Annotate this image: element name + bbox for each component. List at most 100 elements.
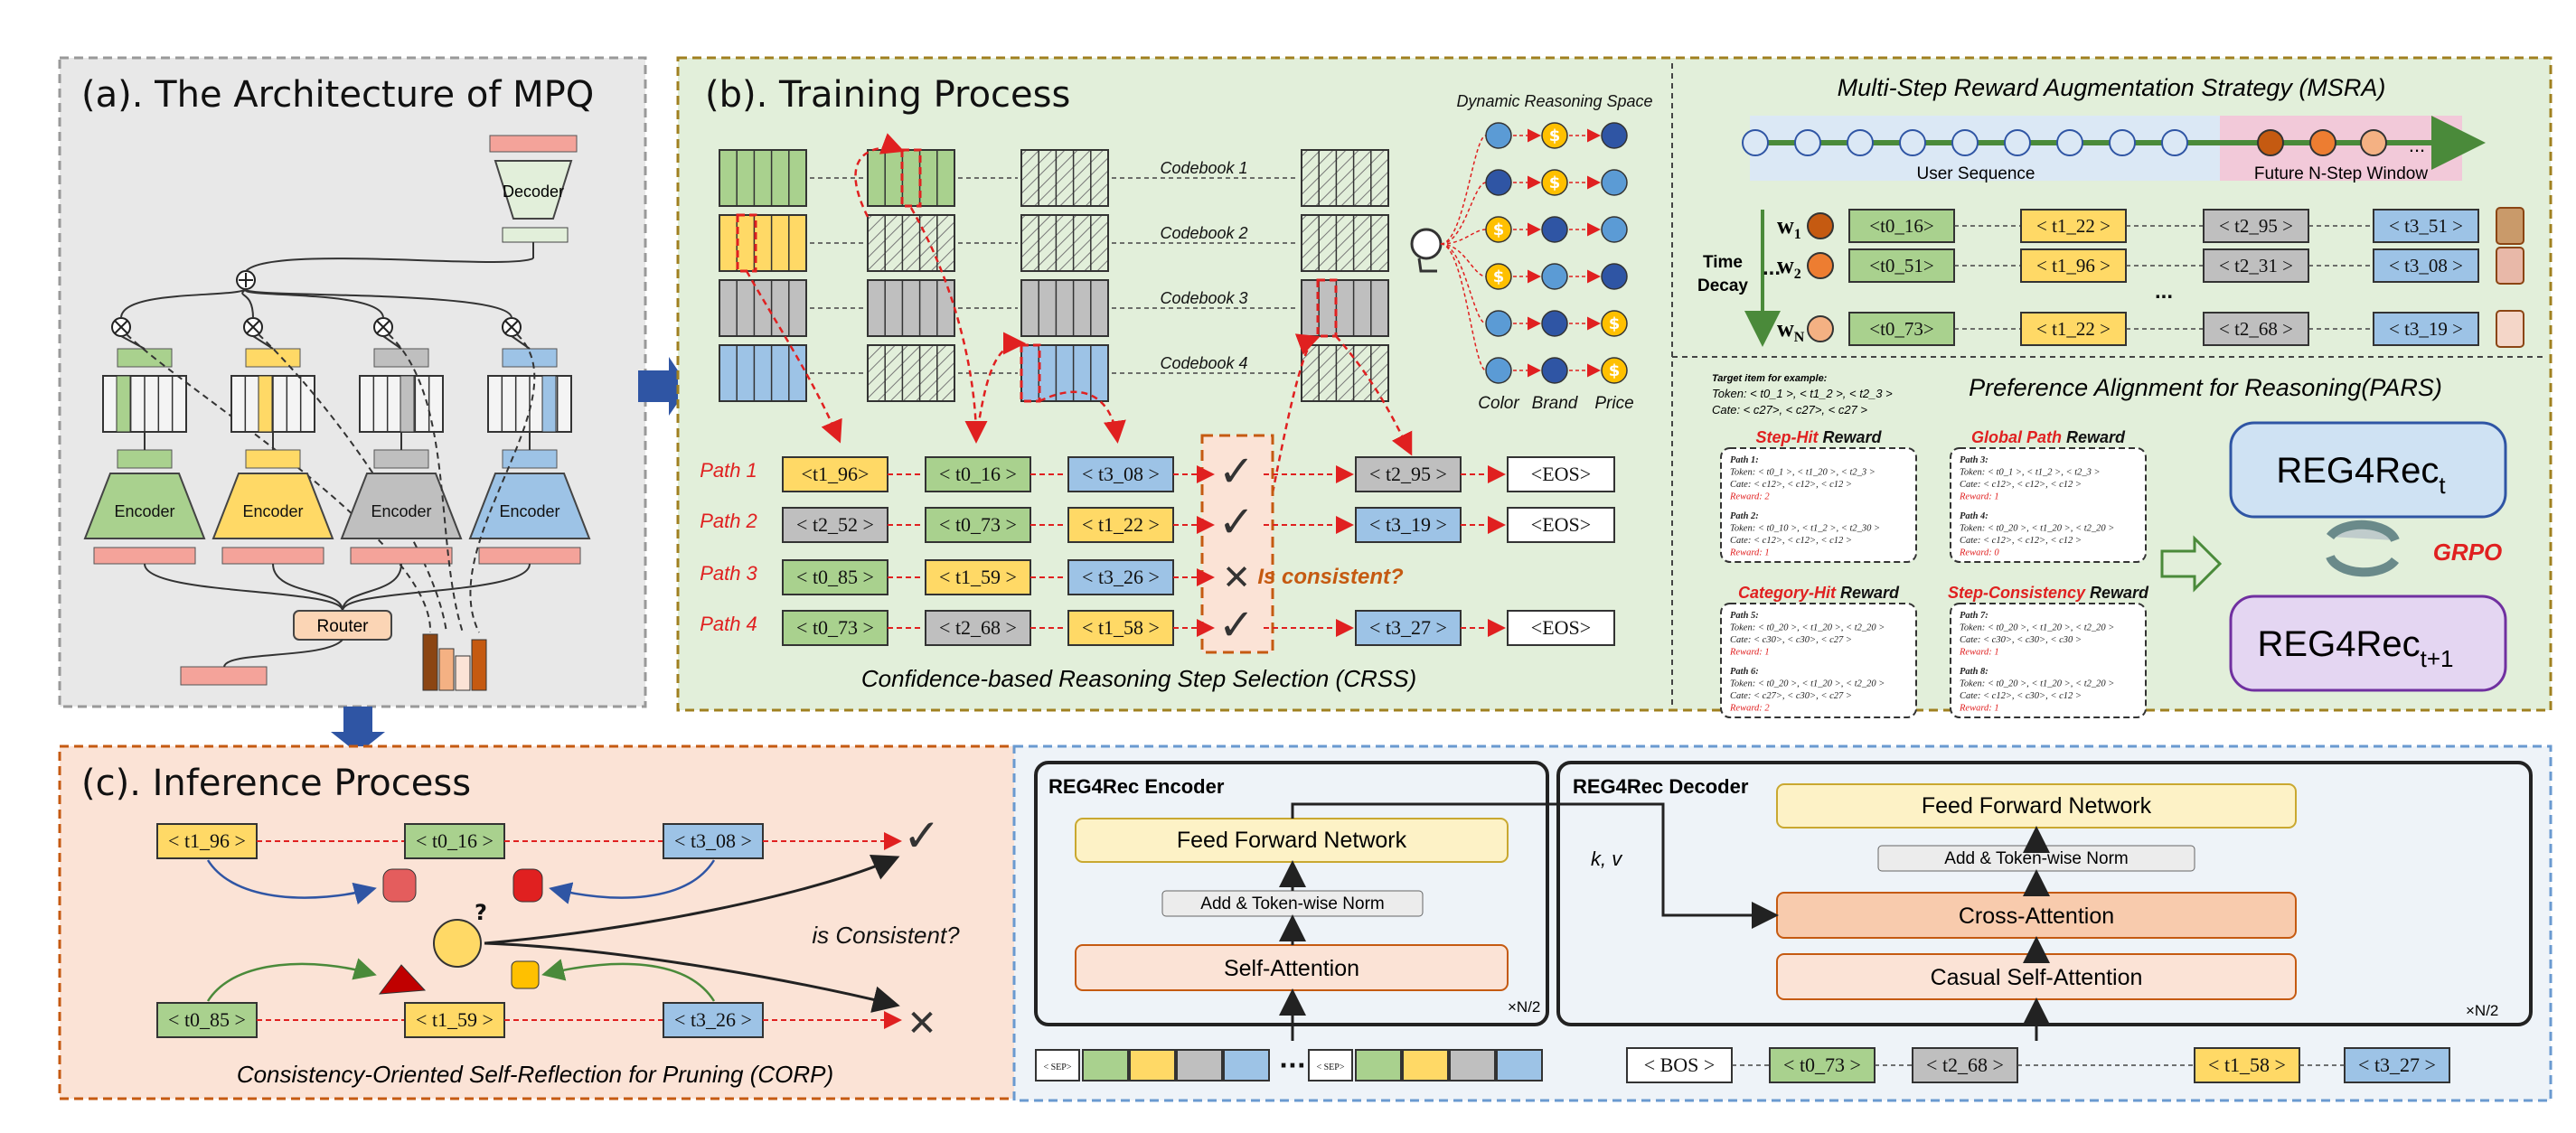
panel-c-title: (c). Inference Process <box>81 763 471 804</box>
enc-input-b-1 <box>1355 1049 1402 1082</box>
path-2-eos: <EOS> <box>1531 513 1591 536</box>
reward-4-line-5: Path 8: <box>1960 667 1988 677</box>
reward-3-line-3: Cate: < c30>, < c30>, < c27 > <box>1730 635 1852 645</box>
reward-1-line-1: Path 1: <box>1730 455 1759 465</box>
path-3-token-2: < t1_59 > <box>939 566 1017 588</box>
msra-row-2-token-1-box <box>1848 248 1955 283</box>
dec-input-token-2-box <box>1912 1047 2018 1083</box>
path-3-token-3-box <box>1067 559 1174 595</box>
msra-row-3-token-3: < t2_68 > <box>2219 318 2293 340</box>
path-4-next-token: < t3_27 > <box>1369 616 1447 639</box>
dec-ffn: Feed Forward Network <box>1922 793 2152 819</box>
crss-caption: Confidence-based Reasoning Step Selectio… <box>861 665 1416 692</box>
selected-code-2 <box>900 148 922 208</box>
transition-arrow-5 <box>1039 390 1126 444</box>
inference-bottom-token-1: < t0_85 > <box>168 1008 246 1031</box>
reward-4-line-4: Reward: 1 <box>1959 648 1999 658</box>
future-dot-1 <box>2257 129 2284 156</box>
dec-bos: < BOS > <box>1644 1053 1716 1076</box>
reward-3-line-6: Token: < t0_20 >, < t1_20 >, < t2_20 > <box>1730 679 1885 689</box>
cb-3-3 <box>1301 344 1389 402</box>
pars-arrow <box>2160 535 2223 593</box>
svg-text:REG4Rect: REG4Rect <box>2276 451 2446 499</box>
reward-3-line-5: Path 6: <box>1730 667 1759 677</box>
brand-icon <box>1541 310 1568 337</box>
product-icon-3 <box>2496 310 2524 348</box>
inference-is-consistent: is Consistent? <box>812 922 960 949</box>
cb-2-1 <box>867 279 955 337</box>
msra-row-3-token-4-box <box>2373 312 2479 346</box>
cb-0-1 <box>867 149 955 207</box>
cb-2-2 <box>1020 279 1109 337</box>
arrow-a-to-b <box>638 357 689 416</box>
msra-row-2-token-4-box <box>2373 248 2479 283</box>
path-4-eos: <EOS> <box>1531 616 1591 639</box>
path-1-token-1: <t1_96> <box>802 463 870 485</box>
svg-text:$: $ <box>1609 361 1621 380</box>
msra-row-1-token-4: < t3_51 > <box>2389 215 2463 237</box>
price-icon <box>1601 357 1628 384</box>
dynamic-label-brand: Brand <box>1532 394 1579 413</box>
pars-title: Preference Alignment for Reasoning(PARS) <box>1969 374 2442 401</box>
future-dot-2 <box>2309 129 2336 156</box>
path-1-verdict: ✓ <box>1218 446 1255 497</box>
reward-3-line-8: Reward: 2 <box>1729 704 1770 714</box>
msra-row-2-token-2: < t1_96 > <box>2036 255 2111 276</box>
path-2-token-1: < t2_52 > <box>796 513 874 536</box>
msra-row-3-token-4: < t3_19 > <box>2389 318 2463 340</box>
cb-0-2 <box>1020 149 1109 207</box>
price-icon <box>1485 263 1512 290</box>
shaver-icon <box>511 960 540 989</box>
encoder-trapezoid-1 <box>83 473 206 539</box>
reward-2-line-8: Reward: 0 <box>1959 548 1999 558</box>
panel-b-title: (b). Training Process <box>705 74 1070 116</box>
consistency-check-box <box>1200 434 1274 654</box>
reward-1-line-2: Token: < t0_1 >, < t1_20 >, < t2_3 > <box>1730 468 1876 478</box>
svg-text:$: $ <box>1493 267 1505 286</box>
reward-box-3 <box>1720 603 1917 718</box>
path-2-next-token: < t3_19 > <box>1369 513 1447 536</box>
panel-c: (c). Inference Process < t1_96 >< t0_16 … <box>58 744 1018 1100</box>
product-icon-1 <box>2496 207 2524 245</box>
inference-bottom-token-3-box <box>663 1002 764 1038</box>
sequence-dot-4 <box>1899 129 1926 156</box>
msra-row-ellipsis-left: ... <box>1763 256 1781 280</box>
decoder-label: Decoder <box>503 183 564 201</box>
reward-4-line-2: Token: < t0_20 >, < t1_20 >, < t2_20 > <box>1960 623 2114 633</box>
enc-ffn: Feed Forward Network <box>1177 828 1407 853</box>
path-1-next-token: < t2_95 > <box>1369 463 1447 485</box>
path-3-token-2-box <box>925 559 1031 595</box>
cb-0-0 <box>719 149 807 207</box>
selected-code-3 <box>1020 343 1041 403</box>
price-icon <box>1541 122 1568 149</box>
svg-text:$: $ <box>1549 173 1561 192</box>
kv-label: k, v <box>1591 847 1623 870</box>
reg4rec-t1-box <box>2229 595 2507 692</box>
enc-norm: Add & Token-wise Norm <box>1200 894 1384 913</box>
msra-row-2-token-3: < t2_31 > <box>2219 255 2293 276</box>
path-2-token-1-box <box>782 507 888 543</box>
path-3-token-1: < t0_85 > <box>796 566 874 588</box>
reg4rec-t-label: REG4Rec <box>2276 451 2439 491</box>
brand-icon <box>1601 263 1628 290</box>
is-consistent-label: Is consistent? <box>1257 565 1404 589</box>
sequence-dot-5 <box>1951 129 1979 156</box>
path-1-eos-box <box>1507 456 1615 492</box>
svg-text:$: $ <box>1609 314 1621 333</box>
path-4-eos-box <box>1507 610 1615 646</box>
path-4-token-3-box <box>1067 610 1174 646</box>
color-icon <box>1485 122 1512 149</box>
question-icon: ? <box>475 900 487 925</box>
path-4-token-2-box <box>925 610 1031 646</box>
path-4-token-1: < t0_73 > <box>796 616 874 639</box>
path-2-verdict: ✓ <box>1218 497 1255 548</box>
reward-4-line-1: Path 7: <box>1960 611 1988 621</box>
brand-icon <box>1541 216 1568 243</box>
cb-2-0 <box>719 279 807 337</box>
pars-section: Preference Alignment for Reasoning(PARS)… <box>1712 373 2507 718</box>
msra-row-1-token-3: < t2_95 > <box>2219 215 2293 237</box>
reward-title-2: Global Path Reward <box>1971 428 2126 446</box>
msra-title: Multi-Step Reward Augmentation Strategy … <box>1838 74 2386 101</box>
path-4-token-1-box <box>782 610 888 646</box>
